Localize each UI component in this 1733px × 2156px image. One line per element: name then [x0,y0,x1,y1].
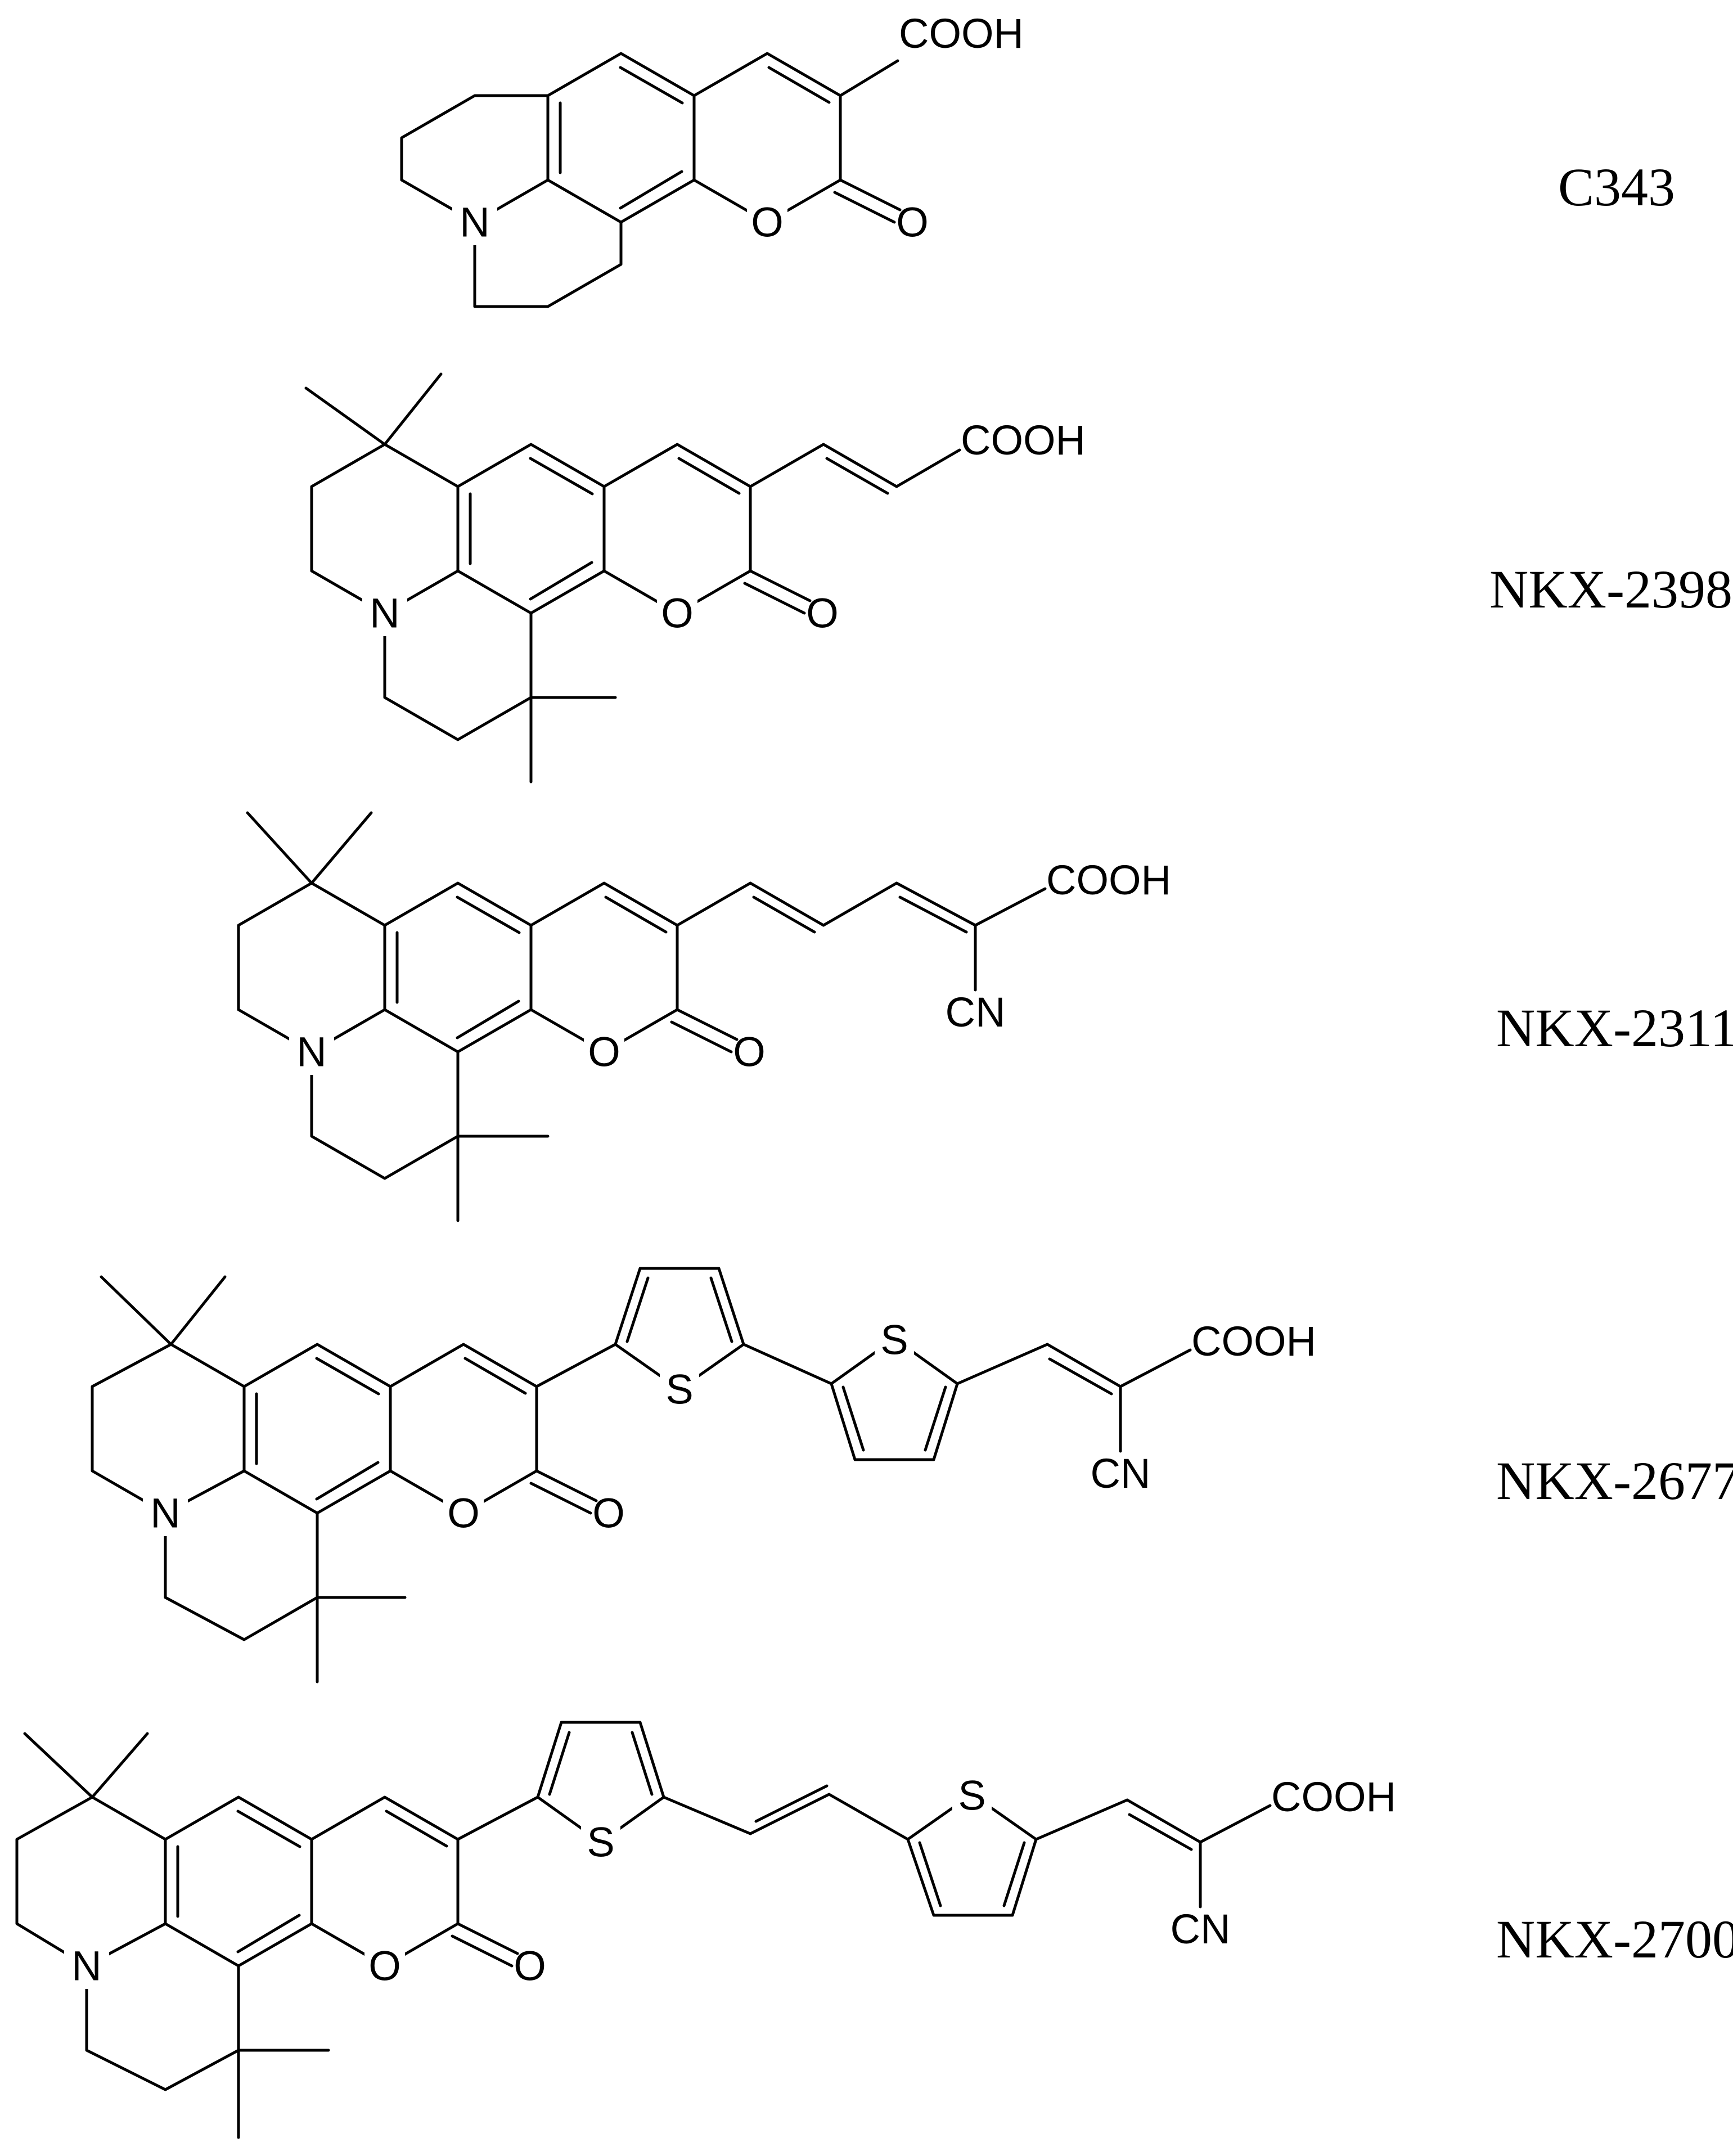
nkx-2677-o-ring-atom: O [447,1490,480,1537]
nkx-2700-s2-atom: S [958,1772,985,1819]
nkx-2311-name-label: NKX-2311 [1496,998,1733,1058]
nkx-2677-o-mask [443,1488,484,1536]
nkx-2677-bonds [91,1267,1192,1684]
compound-c343: N O O COOH [400,10,1024,308]
nkx-2700-n-atom: N [71,1943,101,1990]
nkx-2677-s2-mask [875,1315,914,1363]
nkx-2677-cooh-group: COOH [1191,1318,1316,1365]
nkx-2398-name-label: NKX-2398 [1489,559,1732,619]
nkx-2311-o-carbonyl-atom: O [733,1029,766,1075]
nkx-2700-s1-mask [581,1817,620,1865]
compound-nkx-2311: N O O COOH CN [237,811,1171,1222]
nkx-2700-o-carbonyl-atom: O [514,1943,546,1990]
c343-o-mask [747,197,787,245]
nkx-2700-o-mask [364,1941,405,1989]
c343-o-carbonyl-atom: O [896,199,929,246]
c343-n-mask [452,196,497,245]
nkx-2677-name-label: NKX-2677 [1496,1451,1733,1511]
nkx-2677-n-atom: N [150,1490,180,1537]
c343-bonds [400,52,902,308]
nkx-2398-cooh-group: COOH [961,417,1086,463]
nkx-2700-name-label: NKX-2700 [1496,1909,1733,1969]
nkx-2398-bonds [304,372,961,784]
nkx-2311-o-mask [584,1027,624,1075]
compound-nkx-2398: N O O COOH [304,372,1086,784]
nkx-2311-o-ring-atom: O [588,1029,620,1075]
nkx-2677-s1-mask [660,1364,699,1412]
nkx-2700-bonds [15,1721,1272,2139]
nkx-2700-s1-atom: S [587,1819,614,1866]
nkx-2398-n-atom: N [370,590,399,637]
nkx-2398-o-mask [657,588,697,636]
c343-cooh-group: COOH [899,10,1024,57]
c343-name-label: C343 [1558,157,1675,217]
nkx-2311-cooh-group: COOH [1046,857,1171,903]
nkx-2700-o-ring-atom: O [368,1943,401,1990]
nkx-2700-cn-group: CN [1171,1906,1231,1952]
nkx-2700-s2-mask [952,1771,992,1819]
nkx-2311-n-atom: N [296,1029,326,1075]
c343-n-atom: N [460,199,489,246]
compound-nkx-2677: N O O S S COOH CN [91,1267,1316,1684]
compound-nkx-2700: N O O S S COOH CN [15,1721,1396,2139]
c343-o-ring-atom: O [751,199,784,246]
nkx-2398-n-mask [362,587,407,636]
nkx-2398-o-carbonyl-atom: O [806,590,839,637]
nkx-2311-bonds [237,811,1047,1222]
nkx-2677-cn-group: CN [1091,1450,1151,1497]
nkx-2311-cn-group: CN [946,989,1006,1036]
nkx-2311-n-mask [289,1025,334,1075]
nkx-2700-cooh-group: COOH [1271,1774,1396,1820]
nkx-2677-s1-atom: S [665,1366,693,1413]
nkx-2677-s2-atom: S [880,1317,908,1363]
nkx-2700-n-mask [64,1939,109,1989]
nkx-2398-o-ring-atom: O [661,590,694,637]
nkx-2677-n-mask [143,1487,188,1536]
nkx-2677-o-carbonyl-atom: O [592,1490,625,1537]
